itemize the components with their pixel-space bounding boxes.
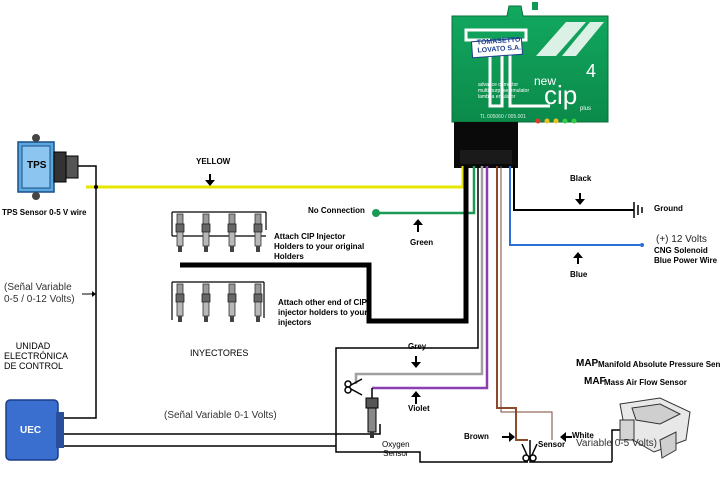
tps-label: TPS xyxy=(27,160,47,171)
attach-other-label: Attach other end of CIP injector holders… xyxy=(278,298,368,327)
ecu-product-name: cip xyxy=(544,80,578,110)
injector-icon xyxy=(175,283,185,322)
grey-wire-label: Grey xyxy=(408,342,427,351)
ecu-connector xyxy=(454,122,518,168)
oxygen-sensor-label: Oxygen Sensor xyxy=(382,440,410,458)
scissors-icon xyxy=(344,378,363,396)
brown-wire-label: Brown xyxy=(464,432,489,441)
ecu-desc-line1: advance corrector xyxy=(478,82,519,88)
yellow-wire xyxy=(86,166,465,189)
tps-signal-wire xyxy=(60,165,97,419)
no-connection-label: No Connection xyxy=(308,206,365,215)
black-wire-label: Black xyxy=(570,174,592,183)
power-desc-line1: CNG Solenoid xyxy=(654,246,708,255)
attach-cip-label: Attach CIP Injector Holders to your orig… xyxy=(274,232,365,261)
green-wire-label: Green xyxy=(410,238,434,247)
injector-icon xyxy=(201,213,211,252)
maf-desc-label: Mass Air Flow Sensor xyxy=(604,378,687,387)
injector-icon xyxy=(201,283,211,322)
green-arrow-icon xyxy=(413,219,423,232)
map-signal-wire xyxy=(611,429,622,462)
ecu-product-prefix: new xyxy=(534,74,557,88)
ground-label: Ground xyxy=(654,204,683,213)
power-desc-line2: Blue Power Wire xyxy=(654,256,718,265)
yellow-wire-label: YELLOW xyxy=(196,157,231,166)
violet-arrow-icon xyxy=(411,391,421,404)
oxygen-line1: Oxygen xyxy=(382,440,410,449)
ground-symbol-icon xyxy=(633,202,643,218)
ecu-desc-line3: lambda emulator xyxy=(478,94,516,100)
injector-icon xyxy=(253,283,263,322)
tps-sensor-icon xyxy=(17,134,79,200)
map-sensor-icon xyxy=(619,397,691,459)
uec-label: UEC xyxy=(20,425,42,436)
brown-arrow-icon xyxy=(502,432,515,442)
senal-variable-line1: (Señal Variable xyxy=(4,282,72,293)
senal-01-label: (Señal Variable 0-1 Volts) xyxy=(164,410,277,421)
tps-junction xyxy=(94,185,98,189)
brown-wire xyxy=(496,166,528,441)
sensor-return-wire xyxy=(529,440,612,463)
injector-icon xyxy=(227,213,237,252)
ecu-unit-label: UNIDAD ELECTRÓNICA DE CONTROL xyxy=(4,341,69,371)
white-arrow-icon xyxy=(560,432,572,442)
maf-abbr-label: MAF xyxy=(584,376,606,387)
scissors-icon xyxy=(521,443,538,462)
injectors-label: INYECTORES xyxy=(190,348,249,358)
map-desc-label: Manifold Absolute Pressure Sensor xyxy=(598,360,720,369)
blue-wire-label: Blue xyxy=(570,270,588,279)
injector-icon xyxy=(253,213,263,252)
sensor-word-label: Sensor xyxy=(538,440,566,449)
grey-arrow-icon xyxy=(411,356,421,368)
ecu-unit-line1: UNIDAD xyxy=(15,341,51,351)
violet-wire xyxy=(372,166,489,390)
ecu-desc-line2: multi-purpose emulator xyxy=(478,88,530,94)
blue-wire-end xyxy=(640,243,644,247)
injector-icon xyxy=(227,283,237,322)
sensor-variable-label: Variable 0-5 Volts) xyxy=(576,438,657,449)
oxygen-sensor-icon xyxy=(365,388,379,438)
uec-ecu-box xyxy=(5,399,64,461)
green-wire-end xyxy=(372,209,380,217)
cip-ecu-module xyxy=(451,2,609,124)
injector-wiring xyxy=(171,211,267,320)
ecu-unit-line2: ELECTRÓNICA xyxy=(4,351,69,361)
blue-power-wire xyxy=(509,166,640,246)
yellow-arrow-icon xyxy=(205,174,215,186)
black-ground-wire xyxy=(513,166,634,211)
injector-group xyxy=(175,213,263,322)
ecu-product-suffix: plus xyxy=(580,106,592,112)
signal-arrowhead xyxy=(92,291,96,297)
ecu-part-code: TL 005060 / 005.001 xyxy=(480,114,526,120)
power-volts-label: (+) 12 Volts xyxy=(656,234,707,245)
violet-wire-label: Violet xyxy=(408,404,430,413)
ecu-description: advance corrector multi-purpose emulator… xyxy=(478,82,529,100)
senal-variable-label: (Señal Variable 0-5 / 0-12 Volts) xyxy=(4,282,75,306)
senal-variable-line2: 0-5 / 0-12 Volts) xyxy=(4,294,75,305)
injector-harness xyxy=(180,166,469,324)
green-wire xyxy=(376,166,476,215)
injector-icon xyxy=(175,213,185,252)
black-arrow-icon xyxy=(575,193,585,205)
blue-arrow-icon xyxy=(573,252,583,264)
white-wire-label: White xyxy=(572,431,594,440)
ecu-unit-line3: DE CONTROL xyxy=(4,361,64,371)
map-abbr-label: MAP xyxy=(576,358,599,369)
white-wire xyxy=(500,166,553,440)
uec-oxygen-wire xyxy=(60,424,381,435)
power-desc: CNG Solenoid Blue Power Wire xyxy=(654,246,717,266)
extra-wire xyxy=(335,166,528,463)
ecu-product-version: 4 xyxy=(586,61,597,81)
oxygen-line2: Sensor xyxy=(383,449,409,458)
grey-wire xyxy=(354,166,484,384)
tps-caption: TPS Sensor 0-5 V wire xyxy=(2,208,87,217)
